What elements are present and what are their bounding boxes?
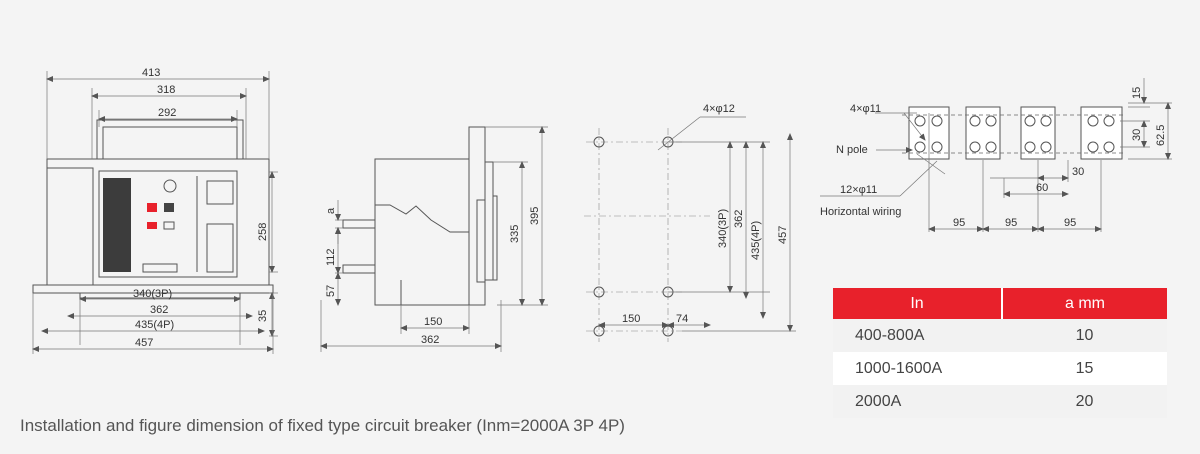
term-dim-30-horiz: 30 <box>1072 166 1084 178</box>
side-dim-112: 112 <box>325 248 337 266</box>
table-header-a: a mm <box>1001 288 1167 319</box>
side-view: a 112 57 150 362 335 395 <box>320 126 548 352</box>
term-holes-top: 4×φ11 <box>850 103 881 115</box>
rating-table: In a mm 400-800A 10 1000-1600A 15 2000A … <box>833 288 1167 418</box>
term-dim-95-c: 95 <box>1064 217 1076 229</box>
front-dim-292: 292 <box>158 107 176 119</box>
table-header-in: In <box>833 288 1002 319</box>
mount-dim-457: 457 <box>777 226 789 244</box>
table-row: 1000-1600A 15 <box>833 352 1167 385</box>
side-dimensions: a 112 57 150 362 335 395 <box>320 126 548 352</box>
figure-caption: Installation and figure dimension of fix… <box>20 416 625 435</box>
mount-holes-label: 4×φ12 <box>703 103 735 115</box>
table-row: 2000A 20 <box>833 385 1167 418</box>
term-dim-95-a: 95 <box>953 217 965 229</box>
terminal-blocks <box>908 106 1123 160</box>
term-dim-30-vert: 30 <box>1131 129 1143 141</box>
terminal-view: 4×φ11 N pole 12×φ11 Horizontal wiring 15… <box>820 78 1172 232</box>
front-view: 413 318 292 258 35 340(3P) 362 4 <box>32 67 278 354</box>
mount-holes <box>593 136 674 337</box>
side-dim-335: 335 <box>509 225 521 243</box>
mount-dim-362: 362 <box>733 210 745 228</box>
table-row: 400-800A 10 <box>833 319 1167 352</box>
front-red-button <box>147 203 157 212</box>
mount-dim-340: 340(3P) <box>717 209 729 248</box>
side-dim-150: 150 <box>424 316 442 328</box>
table-cell-in: 2000A <box>833 385 1002 418</box>
term-dim-95-b: 95 <box>1005 217 1017 229</box>
term-horizontal-wiring: Horizontal wiring <box>820 206 901 218</box>
front-dim-362: 362 <box>150 304 168 316</box>
term-holes-horizontal: 12×φ11 <box>840 184 877 196</box>
side-dim-395: 395 <box>529 207 541 225</box>
front-dim-435: 435(4P) <box>135 319 174 331</box>
term-dim-60: 60 <box>1036 182 1048 194</box>
side-dim-57: 57 <box>325 285 337 297</box>
front-dim-35: 35 <box>257 310 269 322</box>
front-red-indicator <box>147 222 157 229</box>
front-dark-button <box>164 203 174 212</box>
side-body <box>342 126 498 306</box>
front-dim-413: 413 <box>142 67 160 79</box>
table-cell-in: 400-800A <box>833 319 1002 352</box>
side-dim-362: 362 <box>421 334 439 346</box>
mount-dim-74: 74 <box>676 313 688 325</box>
mount-dim-435: 435(4P) <box>750 221 762 260</box>
table-cell-in: 1000-1600A <box>833 352 1002 385</box>
table-header-row: In a mm <box>833 288 1167 319</box>
front-dim-457: 457 <box>135 337 153 349</box>
table-cell-a: 20 <box>1002 385 1167 418</box>
front-dim-340: 340(3P) <box>133 288 172 300</box>
front-dim-318: 318 <box>157 84 175 96</box>
table-cell-a: 10 <box>1002 319 1167 352</box>
term-n-pole: N pole <box>836 144 868 156</box>
front-dim-258: 258 <box>257 223 269 241</box>
front-dimensions: 413 318 292 258 35 340(3P) 362 4 <box>32 67 278 354</box>
mount-dim-150: 150 <box>622 313 640 325</box>
front-black-panel <box>103 178 131 272</box>
front-body <box>32 119 274 299</box>
mount-view: 4×φ12 340(3P) 362 435(4P) 457 150 74 <box>584 103 796 342</box>
term-dim-62-5: 62.5 <box>1155 125 1167 146</box>
side-dim-a: a <box>325 207 337 214</box>
term-dim-15: 15 <box>1131 87 1143 99</box>
table-cell-a: 15 <box>1002 352 1167 385</box>
